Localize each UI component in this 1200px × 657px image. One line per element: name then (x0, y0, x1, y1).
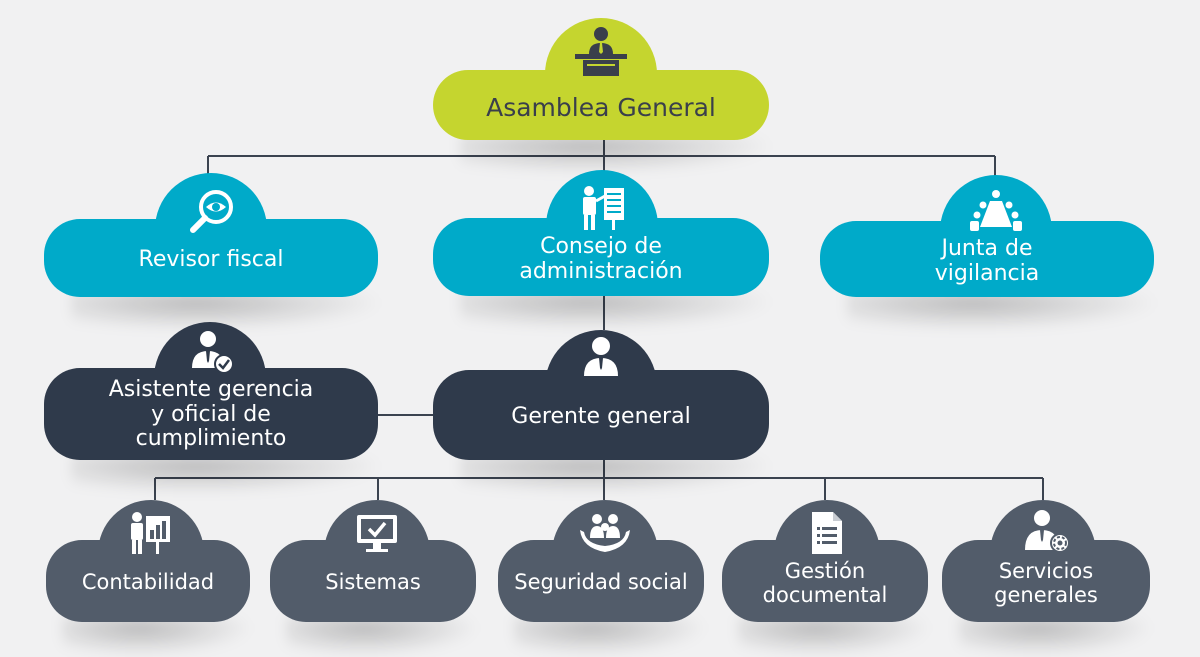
manager-icon (579, 334, 623, 378)
node-shadow (738, 616, 933, 656)
node-servicios-generales: Servicios generales (942, 500, 1155, 656)
node-asistente-gerencia: Asistente gerencia y oficial de cumplimi… (44, 322, 385, 494)
document-icon (808, 510, 846, 556)
node-label-consejo: Consejo de administración (519, 234, 683, 284)
node-body: Asamblea General (433, 70, 769, 140)
node-contabilidad: Contabilidad (46, 500, 255, 656)
node-gerente-general: Gerente general (433, 330, 776, 494)
department-label: Sistemas (325, 570, 421, 595)
node-body: Junta de vigilancia (820, 221, 1154, 297)
person-gear-icon (1022, 508, 1072, 556)
node-shadow (459, 454, 776, 494)
node-shadow (514, 616, 709, 656)
accountant-chart-icon (128, 510, 172, 556)
user-check-icon (188, 328, 236, 376)
department-label: Servicios generales (994, 559, 1098, 607)
node-label-revisor: Revisor fiscal (138, 246, 284, 272)
node-shadow (846, 291, 1161, 331)
node-seguridad-social: Seguridad social (498, 500, 709, 656)
node-label-asistente: Asistente gerencia y oficial de cumplimi… (108, 377, 314, 452)
node-label-asamblea: Asamblea General (486, 93, 716, 122)
monitor-check-icon (354, 512, 400, 554)
podium-speaker-icon (571, 22, 631, 78)
department-label: Contabilidad (81, 570, 215, 595)
node-shadow (459, 134, 776, 174)
node-gestion-documental: Gestión documental (722, 500, 933, 656)
node-body: Contabilidad (46, 540, 250, 622)
department-label: Seguridad social (514, 570, 688, 595)
node-label-gerente: Gerente general (511, 403, 691, 429)
node-revisor-fiscal: Revisor fiscal (44, 173, 385, 331)
department-label: Gestión documental (762, 559, 888, 607)
node-junta-vigilancia: Junta de vigilancia (820, 175, 1161, 331)
node-sistemas: Sistemas (270, 500, 481, 656)
presenter-board-icon (577, 184, 629, 232)
node-shadow (958, 616, 1155, 656)
node-body: Gerente general (433, 370, 769, 460)
node-body: Asistente gerencia y oficial de cumplimi… (44, 368, 378, 460)
node-asamblea-general: Asamblea General (433, 18, 776, 174)
node-shadow (286, 616, 481, 656)
node-consejo-administracion: Consejo de administración (433, 170, 776, 330)
family-hands-icon (578, 510, 632, 556)
node-body: Servicios generales (942, 540, 1150, 622)
node-body: Seguridad social (498, 540, 704, 622)
meeting-table-icon (968, 189, 1024, 233)
node-body: Sistemas (270, 540, 476, 622)
node-shadow (62, 616, 255, 656)
node-body: Consejo de administración (433, 218, 769, 296)
node-label-junta: Junta de vigilancia (934, 236, 1040, 286)
magnifier-eye-icon (186, 187, 238, 235)
node-shadow (459, 290, 776, 330)
node-shadow (70, 454, 385, 494)
node-body: Revisor fiscal (44, 219, 378, 297)
